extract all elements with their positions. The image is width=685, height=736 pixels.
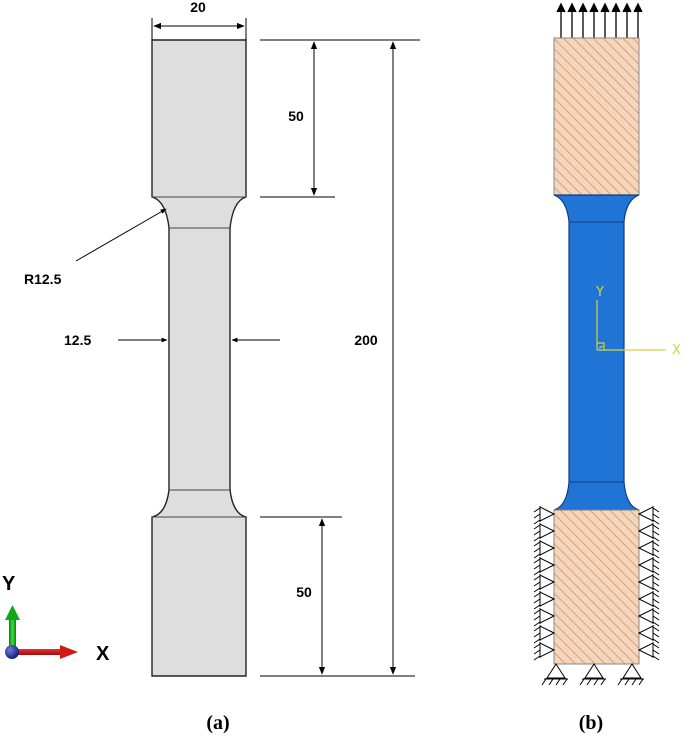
left-support-ground [533, 540, 541, 559]
axis-triad-a: Y X [2, 573, 110, 665]
right-support-ground [652, 608, 660, 627]
left-support-ground [533, 523, 541, 542]
caption-b: (b) [579, 712, 603, 734]
bottom-support-triangle [546, 663, 566, 679]
right-support-ground [652, 506, 660, 525]
axis-x-shaft [18, 649, 62, 655]
right-support-triangle [637, 608, 654, 624]
right-support-triangle [637, 557, 654, 573]
right-support-triangle [637, 540, 654, 556]
left-support-triangle [539, 540, 556, 556]
right-support-ground [652, 523, 660, 542]
right-support-ground [652, 574, 660, 593]
right-support-ground [652, 625, 660, 644]
right-support-ground [652, 540, 660, 559]
left-support-ground [533, 625, 541, 644]
right-support-triangle [637, 574, 654, 590]
left-support-triangle [539, 523, 556, 539]
top-grip-region [553, 37, 640, 196]
axis-x-arrowhead [60, 645, 78, 659]
right-support-ground [652, 642, 660, 661]
right-support-triangle [637, 506, 654, 522]
axis-origin-ball [5, 645, 19, 659]
left-support-ground [533, 642, 541, 661]
dim-grip-top-label: 50 [288, 108, 304, 124]
right-support-triangle [637, 523, 654, 539]
left-support-triangle [539, 574, 556, 590]
left-support-ground [533, 608, 541, 627]
dim-gauge-width-label: 12.5 [64, 332, 91, 348]
gauge-section-mesh [553, 194, 640, 511]
axis-y-shaft [9, 618, 16, 648]
left-support-ground [533, 557, 541, 576]
right-support-triangle [637, 625, 654, 641]
left-support-triangle [539, 642, 556, 658]
right-support-triangle [637, 591, 654, 607]
boundary-conditions [533, 506, 660, 686]
specimen-a-outline [151, 39, 247, 677]
coordinate-triad-b [596, 300, 666, 351]
right-support-ground [652, 591, 660, 610]
triad-y-label: Y [595, 285, 604, 300]
bottom-support-triangle [622, 663, 642, 679]
caption-a: (a) [206, 712, 229, 734]
bottom-support-ground [617, 678, 644, 686]
right-support-triangle [637, 642, 654, 658]
axis-y-arrowhead [5, 605, 20, 620]
bottom-grip-region [553, 509, 640, 665]
left-support-triangle [539, 625, 556, 641]
dim-grip-bottom-label: 50 [296, 584, 312, 600]
left-support-ground [533, 506, 541, 525]
figure-b: Y X (b) [533, 2, 681, 734]
left-support-triangle [539, 506, 556, 522]
right-support-ground [652, 557, 660, 576]
dim-width-label: 20 [190, 0, 206, 15]
axis-x-label: X [96, 643, 110, 665]
bottom-support-ground [541, 678, 568, 686]
left-support-triangle [539, 557, 556, 573]
axis-y-label: Y [2, 573, 16, 595]
left-support-ground [533, 574, 541, 593]
figure-a: 20 50 R12.5 12.5 200 50 Y X (a) [2, 0, 420, 734]
triad-x-label: X [672, 343, 681, 358]
tensile-load-arrows [556, 2, 643, 38]
fillet-leader [75, 208, 167, 262]
left-support-ground [533, 591, 541, 610]
dim-total-label: 200 [354, 332, 378, 348]
left-support-triangle [539, 591, 556, 607]
bottom-support-ground [579, 678, 606, 686]
left-support-triangle [539, 608, 556, 624]
bottom-support-triangle [584, 663, 604, 679]
dim-fillet-radius-label: R12.5 [24, 271, 62, 287]
